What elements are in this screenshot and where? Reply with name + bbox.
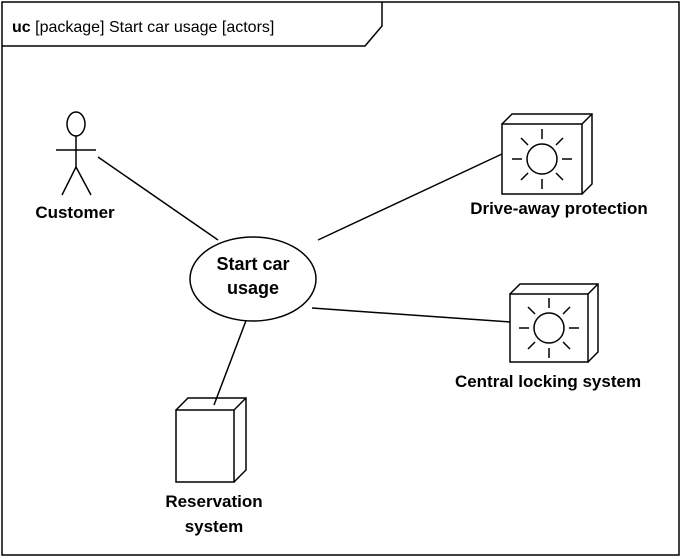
sun-system-icon[interactable]: [509, 283, 599, 363]
node-box-icon[interactable]: [175, 397, 247, 483]
actor-reservation-label-line2: system: [185, 517, 244, 536]
stick-figure-icon[interactable]: [56, 111, 96, 196]
use-case-ellipse[interactable]: [189, 236, 317, 322]
use-case-label-line2: usage: [227, 278, 279, 298]
sun-system-icon[interactable]: [501, 113, 593, 195]
actor-reservation-label-line1: Reservation: [165, 492, 262, 511]
frame-keyword: uc: [12, 19, 31, 36]
association-customer: [97, 156, 219, 241]
actor-central-locking-label: Central locking system: [455, 372, 641, 391]
frame-title-tab: [2, 2, 383, 47]
frame-title-text: [package] Start car usage [actors]: [31, 19, 275, 36]
frame-title: uc [package] Start car usage [actors]: [12, 19, 274, 36]
actor-drive-away-label: Drive-away protection: [470, 199, 648, 218]
association-central-locking: [311, 307, 511, 323]
association-drive-away: [317, 153, 503, 241]
use-case-label-line1: Start car: [216, 254, 289, 274]
association-reservation: [213, 317, 248, 406]
actor-customer-label: Customer: [35, 203, 115, 222]
